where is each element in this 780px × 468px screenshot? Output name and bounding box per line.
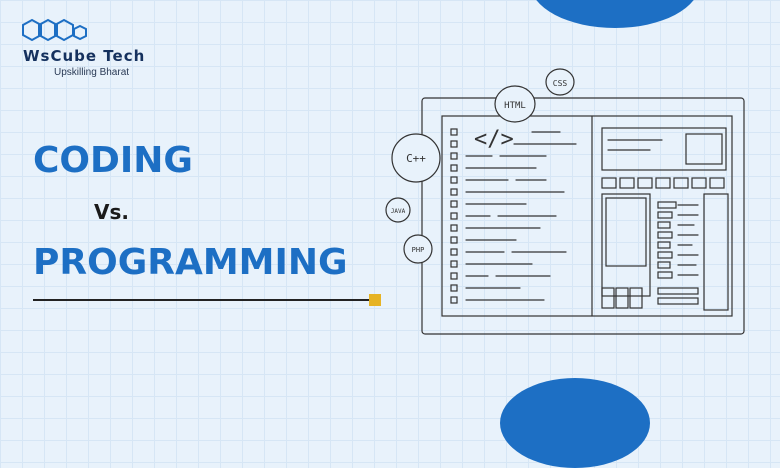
underline-accent-square [369,294,381,306]
brand-name: WsCube Tech [23,47,146,65]
brand-tagline: Upskilling Bharat [54,67,130,78]
cpp-bubble [391,133,441,183]
java-bubble-label: JAVA [391,208,406,215]
code-lines [465,131,577,301]
php-bubble-label: PHP [412,246,425,254]
java-bubble [385,197,411,223]
headline-programming: PROGRAMMING [33,242,348,283]
headline-coding: CODING [33,140,193,181]
code-line-markers [450,128,458,304]
preview-panel [601,127,729,311]
hexagon-logo-icon [22,18,87,42]
cpp-bubble-label: C++ [406,152,426,165]
css-bubble [545,68,575,96]
brand-logo[interactable]: WsCube Tech Upskilling Bharat [20,18,170,88]
code-editor-illustration: </> HTML CSS C++ JAVA PHP [385,68,745,335]
html-bubble [494,85,536,123]
php-bubble [403,234,433,264]
html-bubble-label: HTML [504,101,526,111]
css-bubble-label: CSS [553,79,568,88]
code-symbol-text: </> [474,127,514,152]
headline-vs: Vs. [94,200,129,224]
headline-underline [33,299,371,301]
decorative-blob-bottom [500,378,650,468]
monitor-frame [421,97,745,335]
decorative-blob-top [530,0,700,28]
screen-frame [441,115,733,317]
